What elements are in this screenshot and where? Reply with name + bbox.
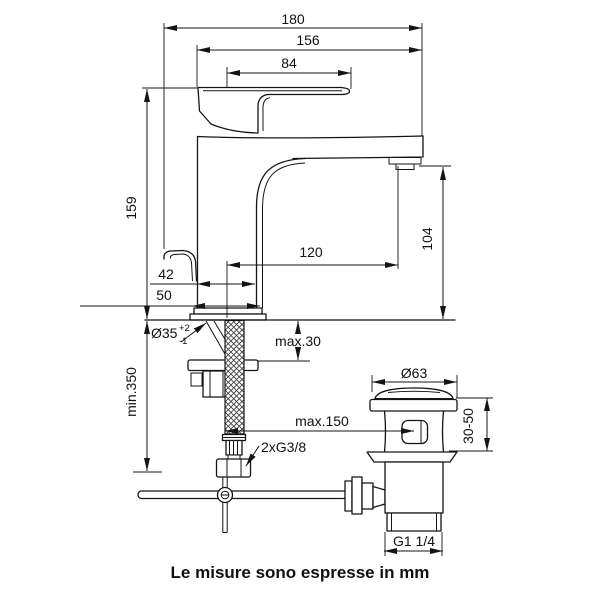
dim-42-label: 42	[158, 266, 174, 282]
dim-min350-label: min.350	[123, 367, 139, 417]
drain-window	[401, 419, 429, 445]
drain-assembly	[344, 387, 458, 532]
dim-o35-label: Ø35	[151, 325, 178, 341]
dimension-lines	[144, 25, 490, 554]
dim-156-label: 156	[296, 32, 320, 48]
leader-2xg38	[245, 445, 260, 467]
dim-2xg38-label: 2xG3/8	[261, 439, 306, 455]
drain-plug-dome	[374, 387, 454, 400]
supply-nut	[215, 458, 252, 478]
dim-30-50-label: 30-50	[460, 408, 476, 444]
dim-d63-label: Ø63	[401, 365, 428, 381]
units-note: Le misure sono espresse in mm	[170, 563, 430, 582]
drain-neck-right	[441, 410, 445, 453]
faucet-handle	[197, 86, 351, 134]
dim-50-label: 50	[156, 287, 172, 303]
drain-tailpiece	[386, 512, 442, 532]
dim-84-label: 84	[281, 55, 297, 71]
dim-hole-label: Ø35 +2 -1	[151, 323, 190, 347]
drain-top-flange	[369, 398, 458, 412]
hose-ribbed-connector	[225, 439, 243, 460]
mounting-hardware	[187, 359, 259, 398]
leader-o35	[180, 322, 207, 343]
handle-end-profile	[163, 249, 198, 282]
base-plate	[189, 307, 267, 321]
drain-ball-joint	[344, 476, 386, 515]
dim-120-label: 120	[299, 244, 323, 260]
dim-max150-label: max.150	[295, 413, 349, 429]
dim-o35-tolerance-plus: +2	[179, 323, 190, 334]
faucet-body	[196, 135, 424, 309]
dim-159-label: 159	[123, 196, 139, 220]
dim-o35-tolerance-minus: -1	[179, 336, 187, 347]
dim-g114-label: G1 1/4	[393, 533, 435, 549]
drain-lower-body	[384, 461, 444, 514]
pop-up-rod	[137, 477, 348, 533]
spout-aerator	[388, 157, 422, 170]
dim-max30-label: max.30	[275, 333, 321, 349]
drain-mid-flange	[366, 451, 458, 463]
dim-180-label: 180	[281, 11, 305, 27]
flexible-hose	[215, 319, 252, 478]
dim-104-label: 104	[419, 227, 435, 251]
